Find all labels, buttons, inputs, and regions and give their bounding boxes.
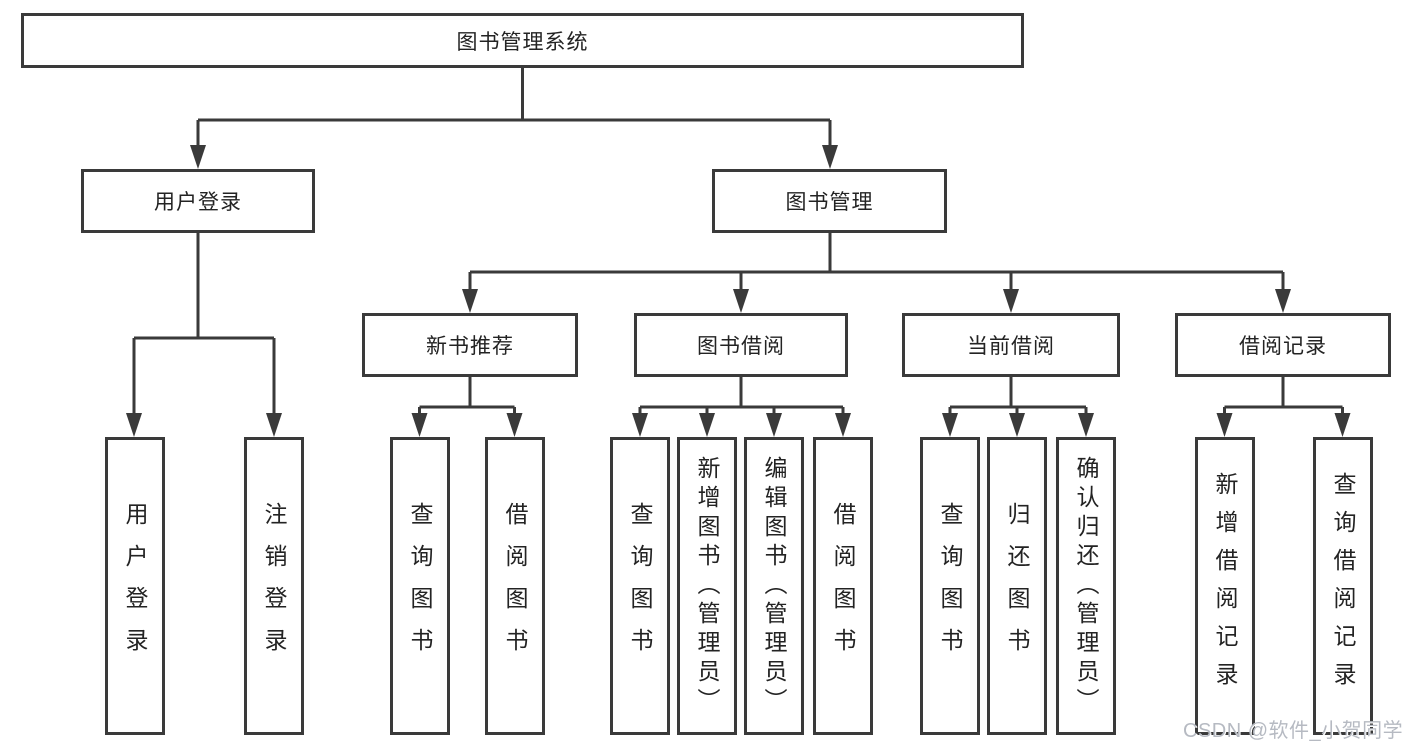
- leaf-confirm-return-admin: 确认归还（管理员）: [1056, 437, 1116, 735]
- leaf-query-book-3: 查询图书: [920, 437, 980, 735]
- leaf-edit-book-admin: 编辑图书（管理员）: [744, 437, 804, 735]
- node-current-borrow: 当前借阅: [902, 313, 1120, 377]
- leaf-label: 查询图书: [407, 502, 433, 670]
- leaf-label: 注销登录: [261, 502, 287, 670]
- leaf-query-book-1: 查询图书: [390, 437, 450, 735]
- leaf-query-borrow-record: 查询借阅记录: [1313, 437, 1373, 735]
- leaf-return-book: 归还图书: [987, 437, 1047, 735]
- leaf-label: 查询图书: [937, 502, 963, 670]
- node-label: 图书管理系统: [456, 30, 589, 54]
- node-label: 图书管理: [785, 191, 874, 214]
- node-label: 借阅记录: [1239, 335, 1327, 358]
- leaf-label: 用户登录: [122, 502, 148, 670]
- leaf-logout: 注销登录: [244, 437, 304, 735]
- leaf-user-login: 用户登录: [105, 437, 165, 735]
- node-label: 新书推荐: [426, 335, 514, 358]
- leaf-label: 查询图书: [627, 502, 653, 670]
- node-book-management: 图书管理: [712, 169, 947, 233]
- leaf-borrow-book-1: 借阅图书: [485, 437, 545, 735]
- leaf-add-borrow-record: 新增借阅记录: [1195, 437, 1255, 735]
- node-label: 用户登录: [154, 191, 242, 214]
- node-new-book-recommend: 新书推荐: [362, 313, 578, 377]
- leaf-label: 确认归还（管理员）: [1073, 455, 1099, 717]
- csdn-watermark: CSDN @软件_小贺同学: [1183, 720, 1404, 742]
- leaf-label: 新增图书（管理员）: [694, 455, 720, 717]
- leaf-label: 借阅图书: [502, 502, 528, 670]
- leaf-label: 归还图书: [1004, 502, 1030, 670]
- leaf-label: 新增借阅记录: [1212, 472, 1238, 700]
- leaf-label: 编辑图书（管理员）: [761, 455, 787, 717]
- leaf-label: 借阅图书: [830, 502, 856, 670]
- node-label: 当前借阅: [967, 335, 1055, 358]
- leaf-borrow-book-2: 借阅图书: [813, 437, 873, 735]
- leaf-query-book-2: 查询图书: [610, 437, 670, 735]
- leaf-add-book-admin: 新增图书（管理员）: [677, 437, 737, 735]
- node-system-root: 图书管理系统: [21, 13, 1024, 68]
- node-book-borrow: 图书借阅: [634, 313, 848, 377]
- node-label: 图书借阅: [697, 335, 785, 358]
- leaf-label: 查询借阅记录: [1330, 472, 1356, 700]
- node-borrow-record: 借阅记录: [1175, 313, 1391, 377]
- node-user-login: 用户登录: [81, 169, 315, 233]
